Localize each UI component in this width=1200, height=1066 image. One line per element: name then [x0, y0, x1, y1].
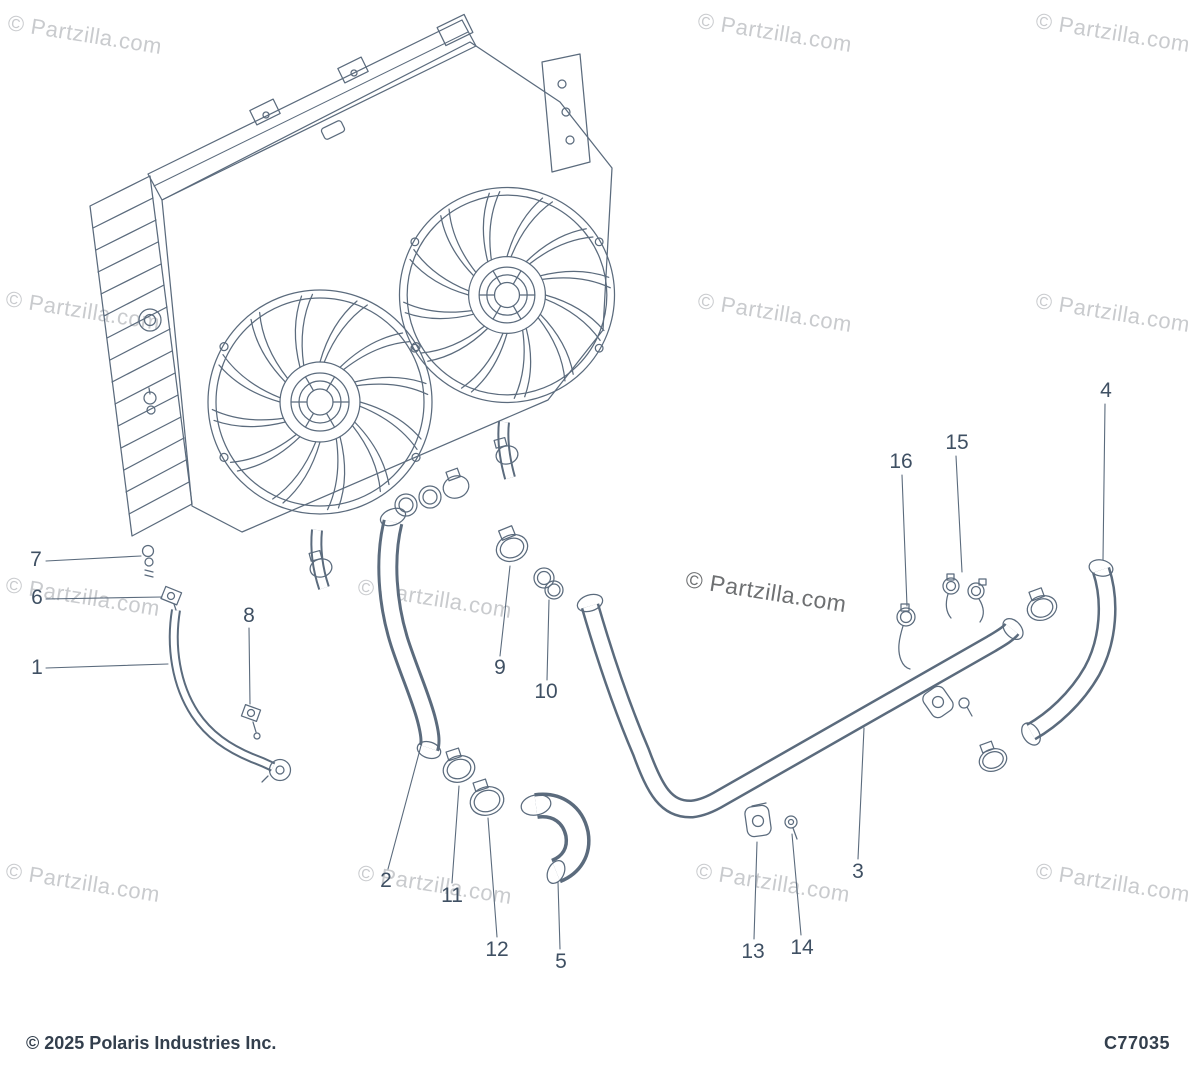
fan-right — [399, 187, 614, 402]
radiator-assembly — [90, 14, 612, 536]
hose-4 — [1018, 558, 1115, 749]
bracket-mid-pipe — [920, 684, 972, 721]
elbow-5 — [519, 792, 577, 886]
fitting-8 — [241, 705, 260, 739]
seal-parts-7 — [143, 546, 154, 578]
o-rings-10 — [534, 568, 563, 599]
bracket-13 — [744, 803, 772, 838]
bolt-14 — [785, 816, 797, 839]
fan-left — [208, 290, 432, 514]
copyright-text: © 2025 Polaris Industries Inc. — [26, 1033, 277, 1053]
hose-2 — [378, 468, 472, 761]
leader-lines — [46, 404, 1105, 949]
clamp-lower-right — [976, 741, 1010, 775]
clamp-9 — [492, 526, 531, 566]
hose-1 — [174, 610, 291, 782]
hose-3 — [575, 591, 1027, 809]
clamp-12 — [467, 779, 508, 820]
cable-ties-15 — [943, 574, 986, 622]
diagram-code: C77035 — [1103, 1033, 1170, 1053]
cable-tie-16 — [897, 604, 915, 669]
clamp-hose-4 — [1024, 588, 1060, 625]
clamp-11 — [440, 748, 478, 786]
fitting-6 — [161, 586, 182, 610]
radiator-outlet-stubs — [308, 422, 520, 588]
